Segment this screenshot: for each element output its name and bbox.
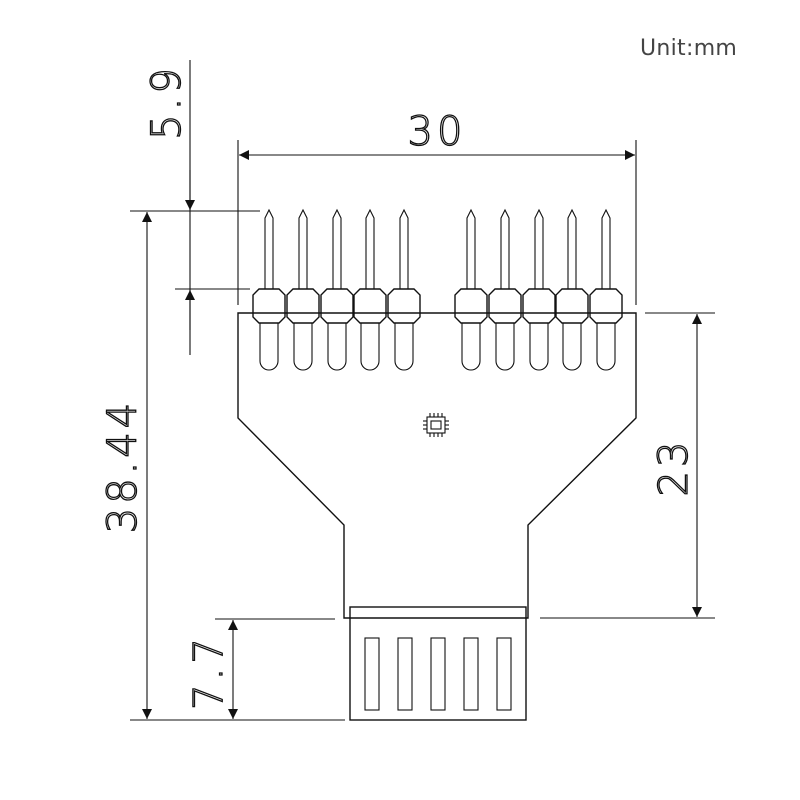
- socket-slot: [430, 637, 446, 711]
- dimension-body-height: 23: [540, 312, 715, 619]
- pin: [488, 208, 522, 371]
- unit-label: Unit:mm: [640, 36, 738, 61]
- socket-slot: [496, 637, 512, 711]
- pin: [286, 208, 320, 371]
- socket-slot: [364, 637, 380, 711]
- socket-body: [349, 606, 527, 721]
- pin: [454, 208, 488, 371]
- dimension-pin-length-label: 5.9: [144, 64, 190, 140]
- dimension-width-label: 30: [408, 109, 467, 155]
- pin: [252, 208, 286, 371]
- socket-slots: [364, 637, 512, 711]
- dimension-width: 30: [237, 108, 637, 305]
- dimension-total-height: 38.44: [99, 212, 345, 721]
- board-outline: [237, 312, 637, 619]
- pin: [387, 208, 421, 371]
- socket-slot: [463, 637, 479, 711]
- chip-icon: [423, 413, 449, 437]
- dimension-socket-height: 7.7: [185, 618, 335, 719]
- dimension-pin-length: 5.9: [130, 60, 260, 355]
- pin: [522, 208, 556, 371]
- pin: [555, 208, 589, 371]
- pin: [353, 208, 387, 371]
- pin-header: [252, 208, 623, 371]
- pin: [320, 208, 354, 371]
- pin: [589, 208, 623, 371]
- dimension-total-height-label: 38.44: [100, 399, 146, 534]
- dimension-socket-height-label: 7.7: [186, 634, 232, 710]
- socket-slot: [397, 637, 413, 711]
- dimension-body-height-label: 23: [651, 438, 697, 497]
